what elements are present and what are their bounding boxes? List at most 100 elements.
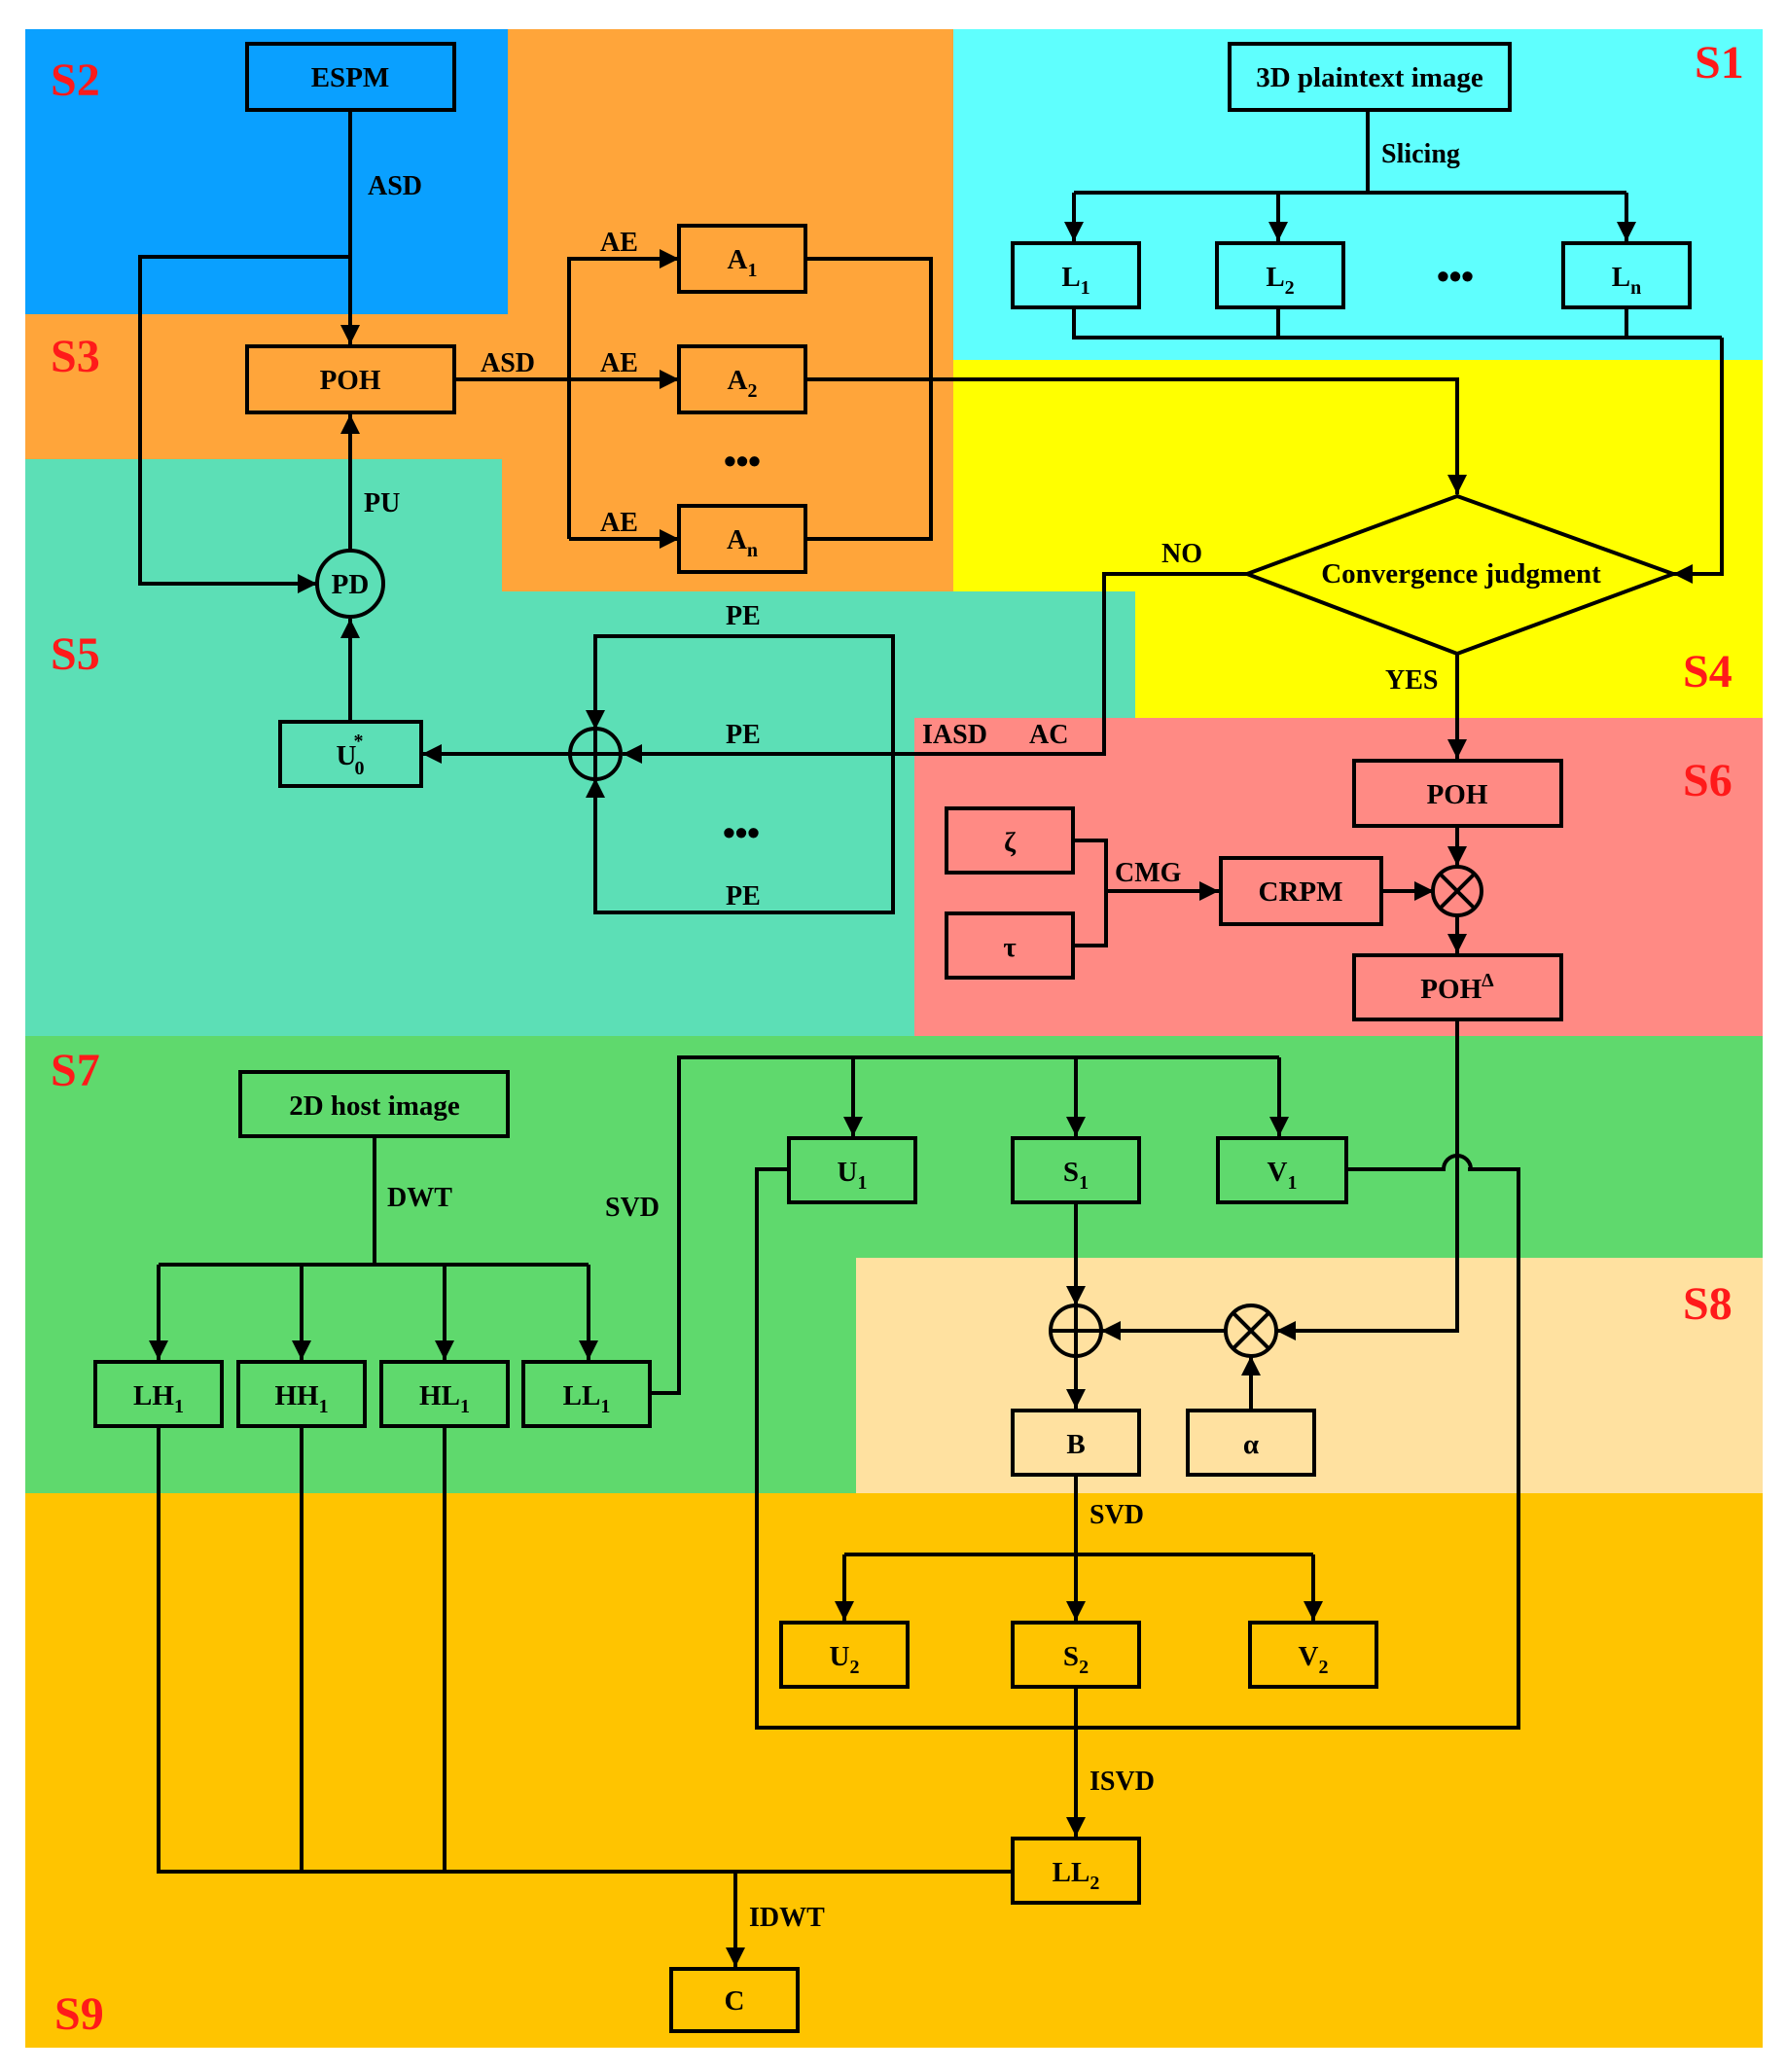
section-label-s3: S3: [51, 331, 100, 382]
section-label-s9: S9: [54, 1988, 104, 2040]
tau-label: τ: [1003, 932, 1017, 963]
l-ellipsis: •••: [1437, 256, 1474, 296]
section-label-s1: S1: [1695, 37, 1744, 89]
b-box: [1011, 1409, 1141, 1477]
connectors: [138, 110, 1724, 1967]
v1-box: [1216, 1136, 1348, 1204]
section-label-s7: S7: [51, 1045, 100, 1096]
xor-s8: [1049, 1304, 1103, 1358]
label-iasd: IASD: [922, 720, 987, 750]
an-label: An: [727, 524, 758, 561]
hl1-box: [379, 1360, 510, 1428]
lh1-box: [93, 1360, 224, 1428]
label-pe-top: PE: [726, 601, 761, 631]
c-box: [669, 1967, 800, 2033]
section-backgrounds: [25, 29, 1763, 2048]
crpm-label: CRPM: [1259, 876, 1343, 908]
label-no: NO: [1161, 539, 1202, 569]
hh1-box: [236, 1360, 367, 1428]
convergence-diamond: [1241, 493, 1679, 657]
label-asd-espm: ASD: [368, 171, 422, 201]
u2-label: U2: [830, 1641, 860, 1678]
l1-box: [1011, 241, 1141, 309]
s2-box: [1011, 1621, 1141, 1689]
wire-l-collector: [1072, 307, 1722, 339]
plaintext-box: [1228, 42, 1512, 112]
a2-label: A2: [728, 365, 758, 402]
poh-s6-label: POH: [1427, 779, 1488, 810]
wire-a-collector: [805, 257, 933, 541]
label-yes: YES: [1385, 665, 1438, 696]
wire-convergence-no: [623, 572, 1247, 764]
zeta-label: ζ: [1004, 827, 1017, 858]
xor-s5: [568, 727, 623, 781]
u0-label: U0*: [337, 731, 365, 779]
hh1-label: HH1: [274, 1380, 328, 1417]
section-labels: S1 S2 S3 S4 S5 S6 S7 S8 S9: [51, 37, 1744, 2040]
wire-l-convergence: [1673, 338, 1724, 584]
poh-s6-box: [1352, 759, 1563, 828]
alpha-box: [1186, 1409, 1316, 1477]
section-label-s4: S4: [1683, 646, 1732, 697]
hl1-label: HL1: [419, 1380, 470, 1417]
crpm-box: [1219, 856, 1383, 926]
host-label: 2D host image: [289, 1090, 460, 1122]
wire-v1-loop: [1346, 1154, 1518, 1171]
region-s9: [25, 1493, 1763, 2048]
section-label-s5: S5: [51, 628, 100, 680]
edge-labels: ASD ASD AE AE AE PU Slicing NO YES PE PE…: [364, 139, 1460, 1933]
a1-label: A1: [728, 244, 758, 281]
ln-label: Ln: [1612, 262, 1641, 299]
plaintext-label: 3D plaintext image: [1256, 62, 1483, 93]
poh-delta-box: [1352, 953, 1563, 1021]
ll1-box: [521, 1360, 652, 1428]
poh-delta-label: POHΔ: [1420, 970, 1494, 1005]
label-idwt: IDWT: [749, 1903, 825, 1933]
label-svd-ll1: SVD: [605, 1193, 660, 1223]
wire-bus-a1: [567, 249, 679, 539]
l2-box: [1215, 241, 1345, 309]
label-pu: PU: [364, 488, 400, 518]
label-pe-bottom: PE: [726, 881, 761, 911]
ll2-label: LL2: [1053, 1857, 1100, 1894]
u1-box: [787, 1136, 917, 1204]
host-box: [238, 1070, 510, 1138]
wire-pe-bottom: [586, 754, 895, 914]
tau-box: [945, 911, 1075, 980]
wire-lh1-idwt: [157, 1426, 1012, 1874]
label-ae-a1: AE: [600, 228, 638, 258]
espm-box: [245, 42, 456, 112]
section-label-s6: S6: [1683, 755, 1732, 806]
mult-s6: [1431, 865, 1483, 917]
label-cmg: CMG: [1115, 858, 1182, 888]
s1-label: S1: [1063, 1157, 1089, 1194]
a2-box: [677, 344, 807, 414]
pd-label: PD: [332, 569, 370, 600]
section-label-s8: S8: [1683, 1278, 1732, 1330]
label-dwt: DWT: [387, 1183, 452, 1213]
pe-ellipsis: •••: [723, 812, 760, 852]
label-asd-poh: ASD: [481, 348, 535, 378]
u1-label: U1: [838, 1157, 868, 1194]
label-ae-a2: AE: [600, 348, 638, 378]
label-ac: AC: [1029, 720, 1068, 750]
a-ellipsis: •••: [724, 441, 761, 481]
wire-ll1-svd: [650, 1055, 1279, 1395]
section-label-s2: S2: [51, 54, 100, 106]
poh-label: POH: [320, 365, 381, 396]
ln-box: [1561, 241, 1692, 309]
label-pe-mid: PE: [726, 720, 761, 750]
wire-espm-pd: [138, 255, 350, 593]
s1-box: [1011, 1136, 1141, 1204]
b-label: B: [1066, 1429, 1085, 1460]
u0-box: [278, 720, 423, 788]
v2-label: V2: [1299, 1641, 1329, 1678]
region-s5: [25, 459, 1135, 1036]
s2-label: S2: [1063, 1641, 1089, 1678]
poh-box: [245, 344, 456, 414]
u2-box: [779, 1621, 910, 1689]
wire-pohdelta-mult8: [1276, 1019, 1459, 1340]
an-box: [677, 504, 807, 574]
convergence-label: Convergence judgment: [1321, 558, 1601, 589]
